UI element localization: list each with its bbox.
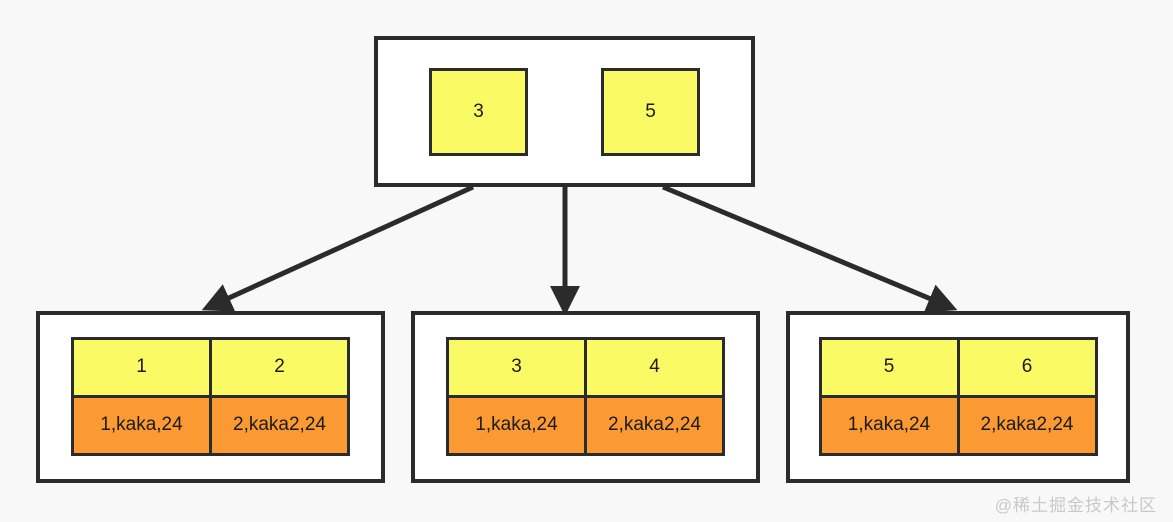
leaf-0-key-1[interactable]: 2 <box>209 336 350 398</box>
leaf-0-key-0[interactable]: 1 <box>71 336 212 398</box>
leaf-node-2[interactable]: 5 6 1,kaka,24 2,kaka2,24 <box>786 311 1130 483</box>
leaf-0-row-1[interactable]: 2,kaka2,24 <box>209 394 350 456</box>
leaf-1-row-0[interactable]: 1,kaka,24 <box>446 394 587 456</box>
root-key-0[interactable]: 3 <box>429 67 528 156</box>
leaf-2-row-0[interactable]: 1,kaka,24 <box>818 394 960 456</box>
leaf-table-0: 1 2 1,kaka,24 2,kaka2,24 <box>71 336 350 456</box>
watermark: @稀土掘金技术社区 <box>994 496 1157 515</box>
leaf-data-row-1: 1,kaka,24 2,kaka2,24 <box>446 394 725 456</box>
root-key-list: 3 5 <box>429 67 700 156</box>
leaf-2-key-1[interactable]: 6 <box>956 336 1098 398</box>
leaf-data-row-2: 1,kaka,24 2,kaka2,24 <box>818 394 1098 456</box>
leaf-2-row-1[interactable]: 2,kaka2,24 <box>956 394 1098 456</box>
leaf-key-row-2: 5 6 <box>818 336 1098 398</box>
root-key-1-label: 5 <box>645 100 656 122</box>
edge-root-to-leaf-0 <box>201 184 475 312</box>
leaf-1-key-1[interactable]: 4 <box>584 336 725 398</box>
leaf-key-row-1: 3 4 <box>446 336 725 398</box>
leaf-table-2: 5 6 1,kaka,24 2,kaka2,24 <box>818 336 1098 456</box>
leaf-node-0[interactable]: 1 2 1,kaka,24 2,kaka2,24 <box>36 311 385 483</box>
leaf-table-1: 3 4 1,kaka,24 2,kaka2,24 <box>446 336 725 456</box>
leaf-node-1[interactable]: 3 4 1,kaka,24 2,kaka2,24 <box>411 311 760 483</box>
root-key-0-label: 3 <box>473 100 484 122</box>
leaf-1-row-1[interactable]: 2,kaka2,24 <box>584 394 725 456</box>
leaf-data-row-0: 1,kaka,24 2,kaka2,24 <box>71 394 350 456</box>
leaf-1-key-0[interactable]: 3 <box>446 336 587 398</box>
root-node[interactable]: 3 5 <box>374 36 755 187</box>
root-key-1[interactable]: 5 <box>601 67 700 156</box>
edge-root-to-leaf-2 <box>662 184 958 313</box>
leaf-2-key-0[interactable]: 5 <box>818 336 960 398</box>
leaf-key-row-0: 1 2 <box>71 336 350 398</box>
leaf-0-row-0[interactable]: 1,kaka,24 <box>71 394 212 456</box>
